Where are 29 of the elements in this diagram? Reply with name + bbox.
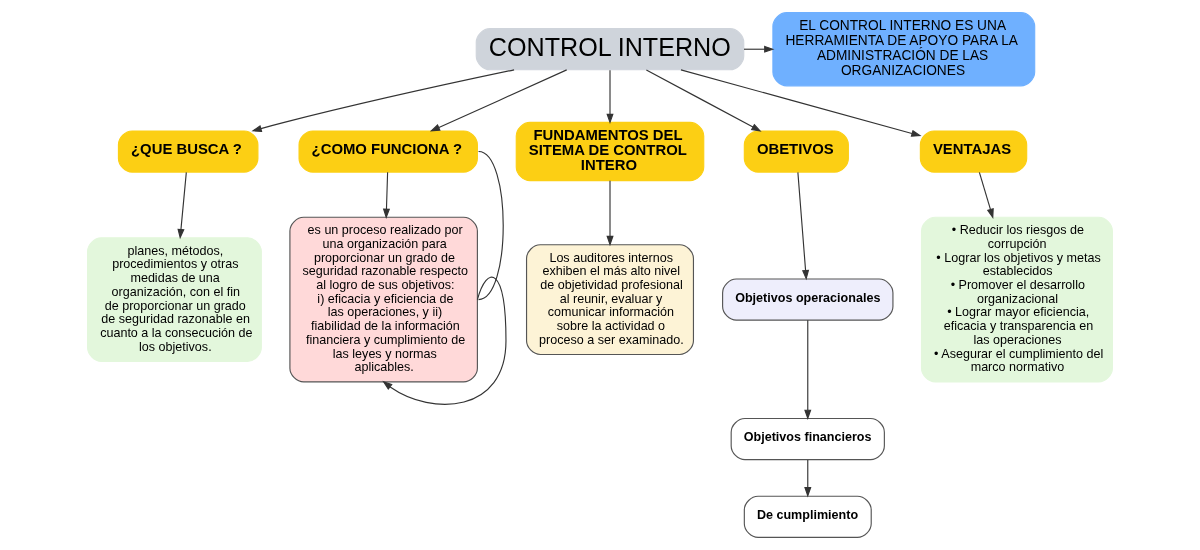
node-box: CONTROL INTERNO (475, 28, 745, 71)
arrow (804, 319, 812, 420)
node-box: FUNDAMENTOS DEL SITEMA DE CONTROL INTERO (515, 121, 705, 182)
arrow (606, 69, 614, 125)
connector (477, 150, 504, 301)
arrow (177, 171, 187, 240)
node-box: ¿COMO FUNCIONA ? (298, 130, 478, 173)
arrow (797, 171, 810, 281)
node-box: Objetivos operacionales (722, 278, 894, 321)
node-box: De cumplimiento (743, 495, 872, 538)
arrow (743, 45, 775, 53)
arrow (606, 180, 614, 247)
node-box: Los auditores internos exhiben el más alto nivel de objetividad profesional al reunir, evaluar y comunicar información sobre la actividad o proceso a ser examinado. (525, 244, 695, 355)
arrow (804, 459, 812, 498)
arrow (645, 69, 762, 132)
arrow (382, 276, 507, 405)
arrow (251, 69, 515, 132)
arrow (680, 69, 922, 137)
arrow (978, 171, 994, 219)
arrow (382, 171, 391, 219)
node-box: EL CONTROL INTERNO ES UNA HERRAMIENTA DE APOYO PARA LA ADMINISTRACIÓN DE LAS ORGANIZACIONES (772, 12, 1036, 87)
node-box: VENTAJAS (919, 130, 1028, 173)
node-box: OBETIVOS (743, 130, 849, 173)
arrow (429, 69, 568, 132)
node-box: planes, métodos, procedimientos y otras medidas de una organización, con el fin de proporcionar un grado de seguridad razonable en cuanto a la consecución de los objetivos. (87, 237, 262, 362)
node-box: Objetivos financieros (730, 417, 885, 461)
node-box: ¿QUE BUSCA ? (117, 130, 259, 173)
node-box: • Reducir los riesgos de corrupción • Lograr los objetivos y metas establecidos • Promover el desarrollo organizacional • Lograr mayor eficiencia, eficacia y transparencia en las operaciones • Asegurar el cumplimiento del marco normativo (920, 216, 1113, 383)
node-box: es un proceso realizado por una organización para proporcionar un grado de seguridad razonable respecto al logro de sus objetivos: i) eficacia y eficiencia de las operaciones, y ii) fiabilidad de la información financiera y cumplimiento de las leyes y normas aplicables. (289, 216, 478, 383)
